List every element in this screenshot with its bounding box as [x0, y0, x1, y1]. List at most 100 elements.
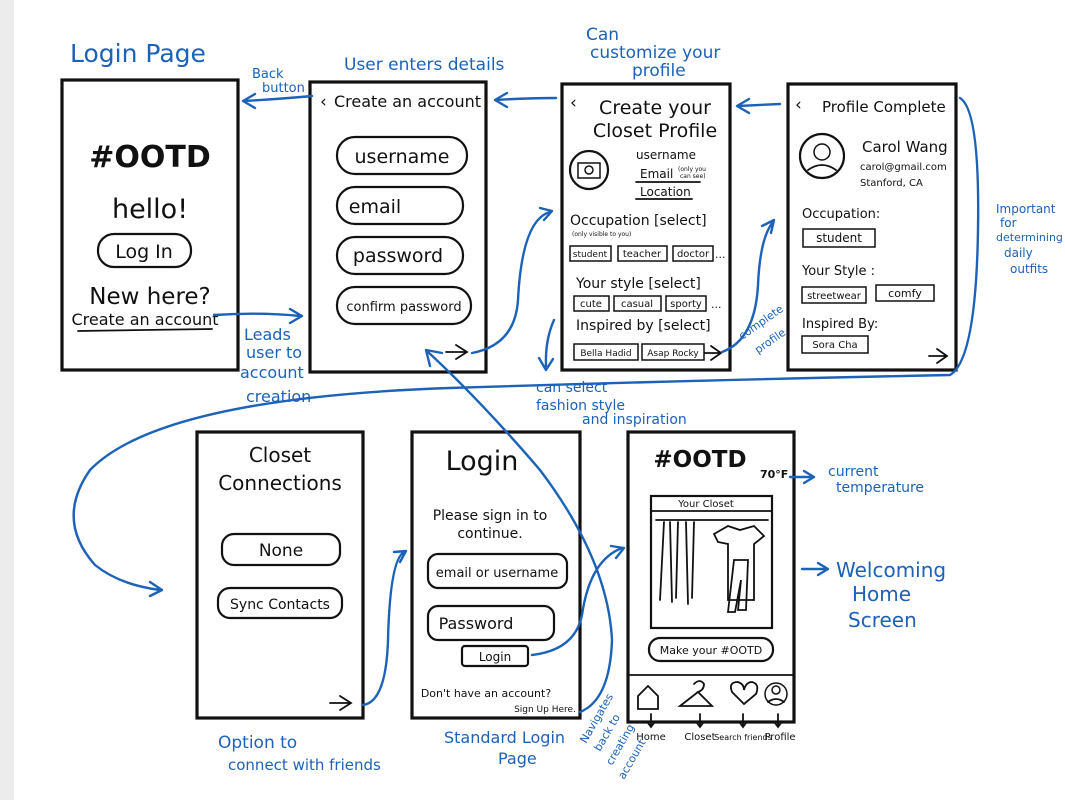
login-button[interactable] [460, 644, 530, 668]
nav-label-search: Search friends [714, 733, 772, 742]
inspired-label: Inspired by [select] [576, 318, 711, 334]
style-option-sporty[interactable] [665, 295, 707, 312]
phone-frame [410, 430, 582, 720]
profile-icon[interactable] [764, 682, 788, 706]
make-ootd-button[interactable] [647, 636, 775, 663]
occupation-option-doctor[interactable] [672, 245, 714, 262]
next-arrow-icon[interactable] [445, 344, 469, 360]
app-title: #OOTD [89, 140, 211, 175]
screen-profile-complete: ‹ Profile Complete Carol Wang carol@gmai… [786, 82, 958, 372]
annotation-important-3: determining [996, 231, 1063, 244]
option-label: sporty [670, 299, 702, 310]
location-field[interactable]: Location [640, 185, 691, 199]
more-ellipsis: ... [715, 248, 726, 261]
closet-panel[interactable] [649, 494, 774, 630]
style-label: Your Style : [801, 264, 875, 279]
heart-search-icon[interactable] [729, 681, 759, 706]
prompt-line-1: Please sign in to [433, 508, 548, 524]
annotation-leads-2: user to [246, 343, 302, 362]
annotation-standard-2: Page [498, 749, 537, 768]
phone-frame [786, 82, 958, 372]
option-label: casual [621, 299, 653, 310]
email-username-placeholder: email or username [436, 566, 558, 581]
email-field[interactable]: Email [640, 167, 673, 181]
next-arrow-icon[interactable] [928, 348, 949, 364]
login-button[interactable] [96, 232, 193, 269]
avatar [798, 132, 846, 180]
temperature-readout: 70°F [760, 468, 788, 481]
login-button-label: Login [479, 650, 511, 664]
nav-bar [637, 680, 788, 710]
annotation-user-enters: User enters details [344, 55, 505, 75]
annotation-important-5: outfits [1010, 262, 1048, 276]
inspired-tag [801, 335, 869, 354]
create-account-link[interactable]: Create an account [71, 310, 218, 329]
occupation-option-student[interactable] [569, 245, 612, 262]
email-placeholder: email [349, 196, 401, 218]
email-username-field[interactable] [426, 552, 569, 590]
annotation-important-2: for [1000, 216, 1017, 230]
style-tag-streetwear [801, 286, 867, 304]
option-label: cute [580, 299, 602, 310]
flow-arrows [72, 91, 980, 714]
screen-home: #OOTD 70°F Your Closet Make your #OOTD [626, 430, 796, 724]
occupation-option-teacher[interactable] [617, 245, 668, 262]
annotation-option-1: Option to [218, 733, 297, 753]
back-icon[interactable]: ‹ [795, 95, 802, 115]
inspired-option-asap[interactable] [641, 343, 705, 361]
screen-login-page: #OOTD hello! Log In New here? Create an … [60, 78, 240, 372]
phone-frame [560, 82, 732, 372]
style-option-casual[interactable] [613, 295, 662, 312]
camera-icon[interactable] [568, 149, 610, 191]
screen-closet-profile: ‹ Create your Closet Profile username Em… [560, 82, 732, 372]
screen-title: Login [446, 446, 519, 477]
style-option-cute[interactable] [573, 295, 610, 312]
username-field[interactable] [335, 135, 469, 176]
arrow-login-to-home [530, 544, 626, 657]
annotation-welcoming-2: Home [852, 582, 911, 606]
annotation-can-select-2: fashion style [536, 398, 625, 414]
sync-contacts-button[interactable] [216, 586, 344, 620]
occupation-label: Occupation [select] [570, 213, 707, 229]
sync-label: Sync Contacts [230, 597, 330, 613]
email-note-1: (only you [678, 166, 706, 173]
next-arrow-icon[interactable] [329, 695, 353, 711]
annotation-welcoming-3: Screen [848, 608, 917, 632]
home-icon[interactable] [637, 684, 659, 710]
annotation-current-1: current [828, 464, 879, 480]
arrow-welcoming [800, 561, 830, 577]
style-label: Your style [select] [575, 276, 701, 292]
option-label: Bella Hadid [580, 349, 631, 359]
email-note-2: can see) [680, 173, 706, 180]
left-margin-strip [0, 0, 14, 800]
back-icon[interactable]: ‹ [570, 93, 577, 113]
back-icon[interactable]: ‹ [320, 92, 327, 112]
password-field[interactable] [335, 235, 465, 276]
annotation-leads-1: Leads [244, 325, 291, 344]
prompt-line-2: continue. [457, 526, 522, 542]
sign-up-link[interactable]: Sign Up Here. [514, 705, 576, 715]
login-button-label: Log In [115, 241, 173, 263]
arrow-complete-to-connections [72, 96, 980, 598]
confirm-password-field[interactable] [335, 285, 473, 326]
annotation-current-2: temperature [836, 480, 924, 496]
email-field[interactable] [335, 185, 465, 226]
style-value: comfy [888, 287, 922, 300]
hanger-icon[interactable] [677, 680, 715, 707]
arrow-temperature [788, 469, 816, 485]
annotation-customize-3: profile [632, 61, 686, 81]
next-arrow-icon[interactable] [704, 345, 723, 361]
phone-frame [308, 80, 488, 374]
inspired-value: Sora Cha [812, 340, 857, 351]
option-label: doctor [677, 249, 710, 260]
style-tag-comfy [875, 284, 935, 302]
password-placeholder: Password [439, 614, 514, 633]
username-field[interactable]: username [636, 148, 696, 162]
password-field[interactable] [426, 604, 556, 642]
none-button[interactable] [220, 532, 342, 567]
arrow-profile-back [493, 91, 558, 109]
screen-closet-connections: Closet Connections None Sync Contacts [195, 430, 365, 720]
occupation-tag [802, 228, 876, 248]
inspired-option-bella[interactable] [573, 343, 639, 361]
